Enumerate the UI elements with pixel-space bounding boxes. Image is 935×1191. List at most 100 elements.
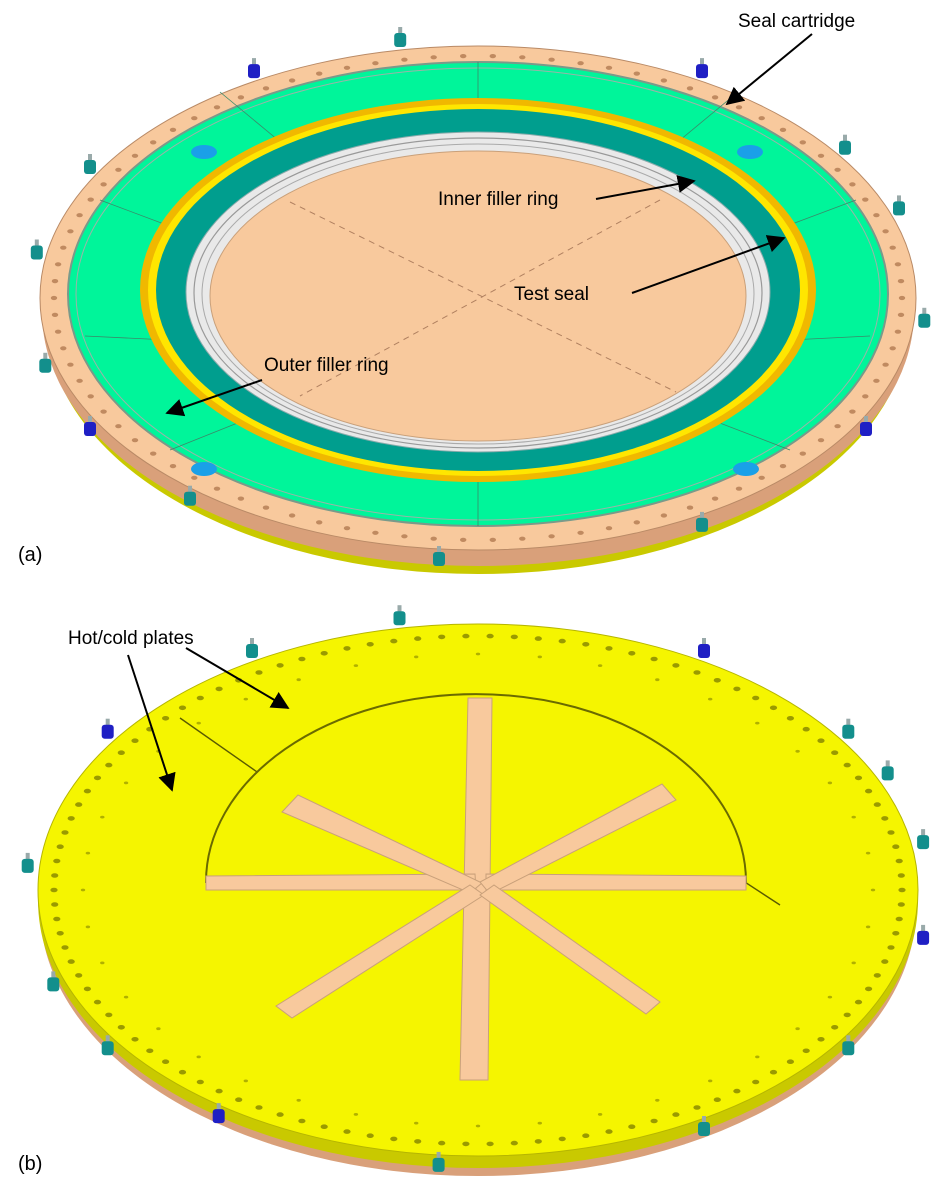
bolt-hole [519, 536, 526, 541]
bolt-hole [873, 802, 881, 807]
bolt-hole [894, 329, 902, 334]
fitting-icon [39, 352, 52, 373]
bolt-hole [831, 1025, 839, 1030]
fitting-icon [698, 1116, 710, 1136]
bolt-hole [802, 1048, 810, 1054]
bolt-hole [462, 1141, 470, 1147]
bolt-hole [854, 999, 863, 1005]
bolt-hole [462, 633, 470, 639]
bolt-hole [558, 1136, 566, 1142]
rib-channel [479, 884, 661, 1015]
bolt-hole [401, 534, 408, 539]
bolt-hole [881, 816, 889, 821]
bolt-hole [795, 1027, 800, 1031]
center-dashed-line [299, 199, 661, 397]
bolt-hole [235, 1097, 243, 1102]
bolt-hole [372, 530, 379, 535]
bolt-hole [123, 781, 129, 785]
bolt-hole [76, 213, 83, 218]
bolt-hole [85, 851, 91, 855]
bolt-hole [61, 945, 69, 950]
bolt-hole [353, 664, 359, 667]
bolt-hole [786, 716, 795, 721]
bolt-hole [213, 105, 221, 110]
bolt-hole [851, 815, 856, 819]
bolt-hole [510, 634, 518, 640]
bolt-hole [865, 986, 873, 992]
bolt-hole [131, 738, 139, 743]
bolt-hole [660, 513, 668, 518]
bolt-hole [873, 378, 880, 383]
bolt-hole [558, 638, 566, 644]
plate-bolt-holes [50, 633, 906, 1147]
bolt-hole [100, 815, 105, 819]
bolt-hole [873, 213, 880, 218]
bolt-hole [243, 697, 248, 701]
fittings-group [21, 605, 930, 1172]
bolt-hole [693, 670, 701, 675]
bolt-hole [80, 888, 86, 892]
bolt-hole [862, 197, 869, 202]
bolt-hole [56, 844, 64, 849]
valve-icon [101, 718, 114, 739]
bolt-hole [755, 721, 760, 725]
fitting-icon [47, 971, 60, 992]
bolt-hole [897, 902, 905, 907]
bolt-hole [892, 931, 900, 936]
bolt-hole [577, 61, 584, 66]
bolt-hole [779, 127, 787, 132]
bolt-hole [67, 959, 75, 964]
bolt-hole [60, 346, 67, 351]
bolt-hole [56, 931, 64, 936]
bolt-hole [817, 438, 825, 443]
fitting-icon [246, 638, 258, 658]
bolt-hole [628, 651, 636, 656]
bolt-hole [146, 1048, 154, 1054]
bolt-hole [577, 530, 584, 535]
bolt-hole [713, 1097, 721, 1102]
bolt-hole [366, 642, 374, 647]
bolt-hole [711, 95, 719, 100]
bolt-hole [889, 245, 896, 250]
bolt-hole [769, 705, 778, 711]
bolt-hole [851, 961, 856, 965]
bolt-hole [438, 1140, 446, 1146]
bolt-hole [895, 858, 903, 864]
bolt-hole [733, 686, 741, 692]
bolt-hole [430, 55, 437, 60]
bolt-hole [548, 57, 555, 62]
bolt-hole [430, 536, 437, 541]
fitting-icon [184, 485, 196, 506]
bolt-hole [733, 1088, 741, 1094]
bolt-hole [898, 295, 906, 301]
bolt-hole [693, 1105, 701, 1110]
bolt-hole [100, 409, 107, 414]
fitting-icon [918, 307, 931, 328]
bolt-hole [862, 394, 869, 399]
bolt-hole [849, 409, 856, 414]
bolt-hole [100, 961, 105, 965]
locating-pad [191, 462, 217, 476]
bolt-hole [93, 775, 102, 781]
bolt-hole [237, 95, 245, 100]
fitting-icon [917, 829, 930, 850]
bolt-hole [191, 475, 198, 480]
bolt-hole [489, 537, 496, 543]
bolt-hole [894, 262, 902, 267]
bolt-hole [131, 438, 139, 443]
bolt-hole [237, 496, 245, 501]
bolt-hole [51, 873, 59, 878]
bolt-hole [296, 678, 301, 682]
bolt-hole [655, 1098, 660, 1102]
bolt-hole [475, 652, 481, 656]
bolt-hole [843, 762, 851, 768]
bolt-hole [262, 505, 270, 510]
bolt-hole [105, 762, 113, 768]
bolt-hole [460, 54, 467, 59]
hot-cold-plates-label: Hot/cold plates [68, 628, 194, 649]
bolt-hole [50, 887, 58, 893]
bolt-hole [854, 775, 863, 781]
bolt-hole [887, 945, 895, 950]
bolt-hole [672, 663, 680, 668]
bolt-hole [655, 678, 660, 682]
